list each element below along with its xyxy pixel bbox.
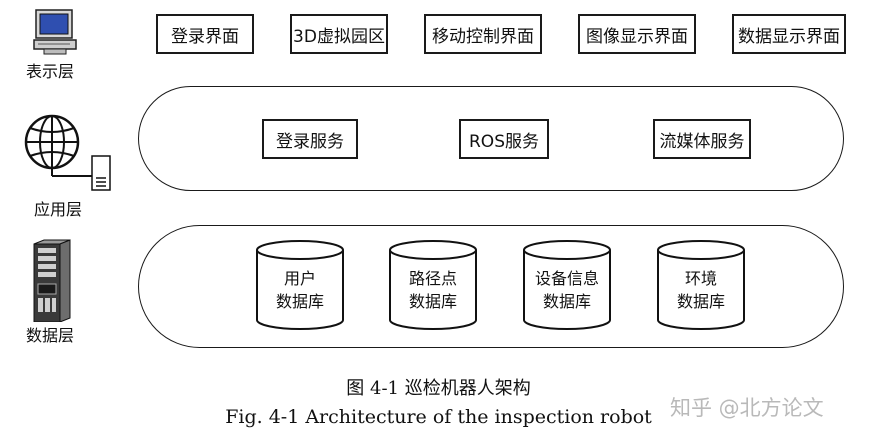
figure-caption-chinese: 图 4-1 巡检机器人架构 xyxy=(346,378,531,399)
user-database-suffix: 数据库 xyxy=(275,292,324,311)
streaming-service-box: 流媒体服务 xyxy=(653,119,751,159)
data-display-ui-box: 数据显示界面 xyxy=(732,14,846,54)
environment-database: 环境 数据库 xyxy=(657,240,745,330)
device-info-database-suffix: 数据库 xyxy=(542,292,591,311)
application-layer-label: 应用层 xyxy=(34,200,83,219)
application-layer-icon xyxy=(22,112,114,192)
login-service-box: 登录服务 xyxy=(262,119,358,159)
ros-service-box: ROS服务 xyxy=(459,119,549,159)
user-database-name: 用户 xyxy=(283,269,316,288)
image-display-ui-box: 图像显示界面 xyxy=(578,14,696,54)
device-info-database-name: 设备信息 xyxy=(534,269,599,288)
presentation-layer-label: 表示层 xyxy=(26,62,75,81)
user-database: 用户 数据库 xyxy=(256,240,344,330)
login-ui-box: 登录界面 xyxy=(156,14,254,54)
environment-database-name: 环境 xyxy=(684,269,717,288)
data-layer-label: 数据层 xyxy=(26,326,75,345)
waypoint-database: 路径点 数据库 xyxy=(389,240,477,330)
motion-control-ui-box: 移动控制界面 xyxy=(424,14,542,54)
waypoint-database-suffix: 数据库 xyxy=(408,292,457,311)
waypoint-database-name: 路径点 xyxy=(408,269,457,288)
figure-caption-english: Fig. 4-1 Architecture of the inspection … xyxy=(225,406,652,428)
device-info-database: 设备信息 数据库 xyxy=(523,240,611,330)
environment-database-suffix: 数据库 xyxy=(676,292,725,311)
presentation-layer-icon xyxy=(30,8,80,56)
data-layer-icon xyxy=(30,238,72,323)
zhihu-watermark: 知乎 @北方论文 xyxy=(670,396,824,420)
virtual-park-3d-box: 3D虚拟园区 xyxy=(290,14,388,54)
